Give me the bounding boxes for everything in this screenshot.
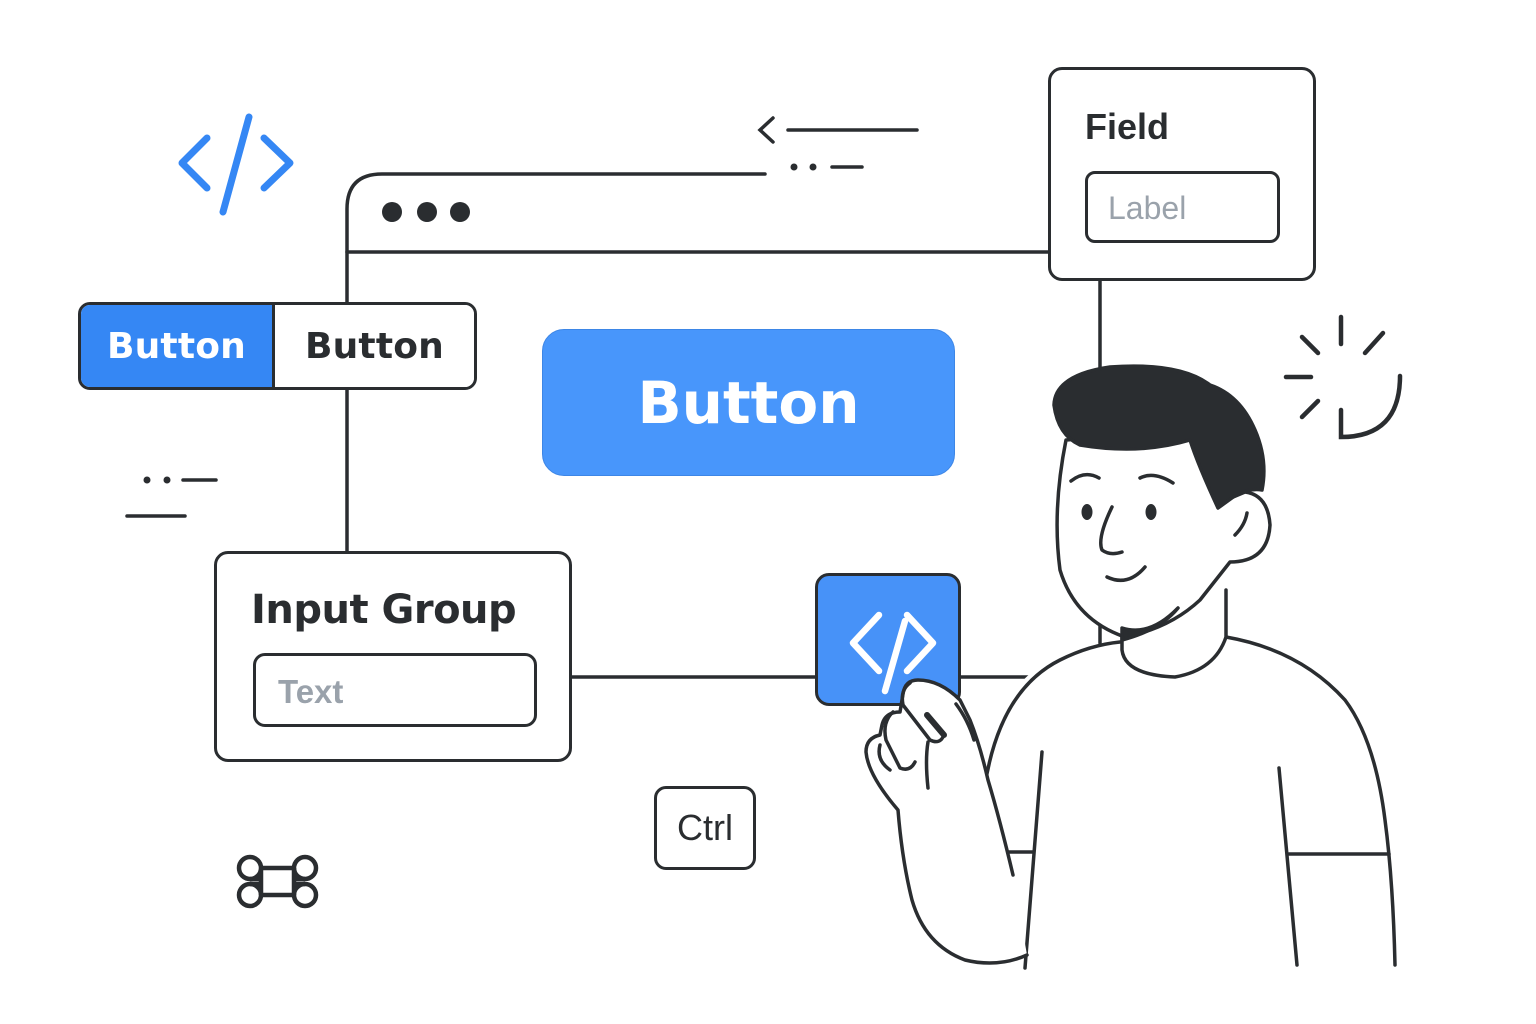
person-hair bbox=[1052, 364, 1266, 510]
person-jaw-shadow bbox=[1120, 606, 1180, 642]
person-eye-left bbox=[1081, 504, 1093, 520]
ctrl-key[interactable]: Ctrl bbox=[654, 786, 756, 870]
window-traffic-dots bbox=[382, 202, 470, 222]
code-brackets-icon bbox=[849, 611, 936, 694]
right-sleeve-line bbox=[1277, 766, 1299, 967]
segmented-button-inactive[interactable]: Button bbox=[275, 305, 474, 387]
traffic-dot bbox=[417, 202, 437, 222]
command-key-icon bbox=[236, 854, 319, 909]
field-title: Field bbox=[1085, 106, 1170, 147]
traffic-dot bbox=[450, 202, 470, 222]
segmented-button-active[interactable]: Button bbox=[81, 305, 275, 387]
person-shoulders bbox=[983, 640, 1122, 787]
code-brackets-icon bbox=[178, 113, 294, 216]
left-sleeve-line bbox=[1023, 750, 1044, 970]
browser-window-frame bbox=[345, 172, 767, 304]
input-group-text-input[interactable]: Text bbox=[253, 653, 537, 727]
person-head bbox=[1052, 364, 1272, 642]
input-group-placeholder: Text bbox=[278, 673, 344, 710]
field-label-input[interactable]: Label bbox=[1085, 171, 1280, 243]
person-eye-right bbox=[1145, 504, 1157, 520]
loading-spinner-icon bbox=[1283, 314, 1403, 440]
person-torso bbox=[990, 637, 1395, 965]
ellipsis-dots-top bbox=[790, 163, 817, 171]
traffic-dot bbox=[382, 202, 402, 222]
segmented-button-group: Button Button bbox=[78, 302, 477, 390]
chevron-left-icon bbox=[757, 116, 919, 169]
input-group-card: Input Group Text bbox=[214, 551, 572, 762]
field-card: Field Label bbox=[1048, 67, 1316, 281]
primary-button[interactable]: Button bbox=[542, 329, 955, 476]
ellipsis-dots-left bbox=[125, 476, 218, 518]
field-input-placeholder: Label bbox=[1108, 190, 1187, 226]
input-group-title: Input Group bbox=[251, 587, 517, 633]
